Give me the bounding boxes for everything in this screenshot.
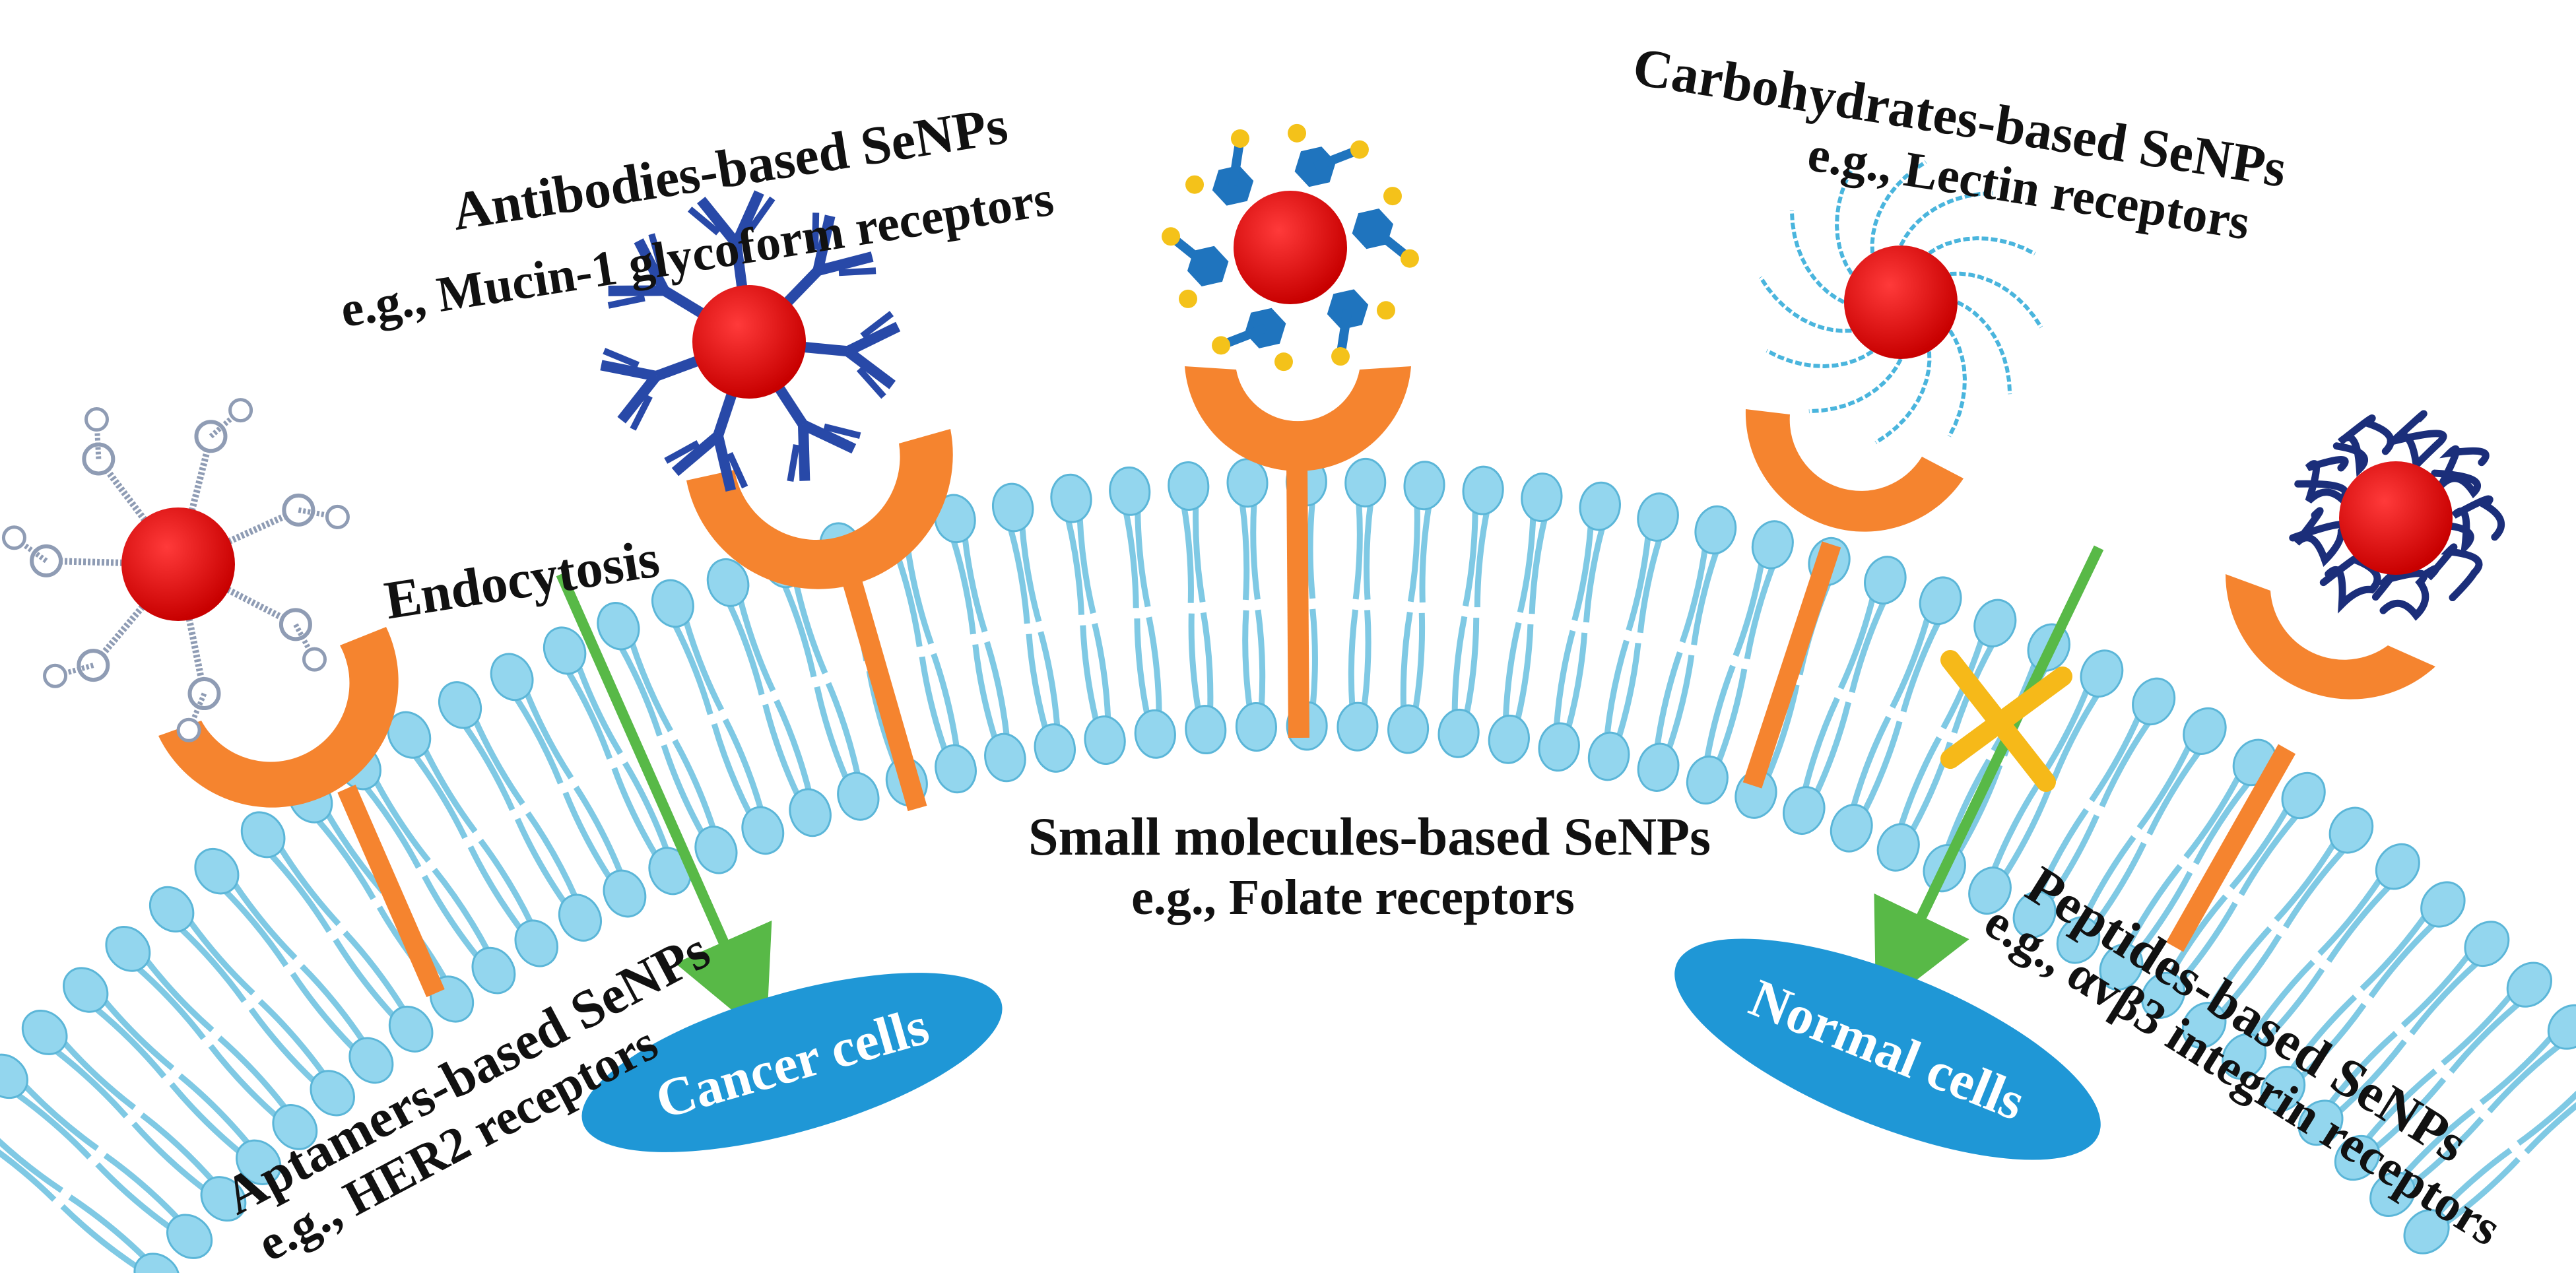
lipid-molecule (21, 1010, 247, 1222)
y-receptor-icon (158, 627, 445, 997)
lipid-molecule (1387, 461, 1445, 754)
lipid-molecule (1437, 465, 1504, 758)
lipid-molecule (149, 886, 355, 1117)
lipid-molecule (2181, 806, 2374, 1049)
lipid-molecule (438, 681, 602, 942)
lipid-molecule (991, 482, 1076, 773)
blocked-arrow (1874, 545, 2104, 1012)
y-receptor-icon (1742, 409, 1964, 789)
selenium-nanoparticle-icon (692, 285, 806, 399)
selenium-nanoparticle-icon (1844, 245, 1958, 359)
y-receptor-icon (1185, 366, 1411, 738)
selenium-nanoparticle-icon (2339, 461, 2453, 575)
lipid-molecule (1830, 576, 1962, 853)
lipid-molecule (934, 494, 1026, 783)
lipid-molecule (1109, 466, 1176, 759)
block-x-icon (1940, 650, 2072, 792)
selenium-nanoparticle-icon (1234, 191, 1347, 304)
lipid-molecule (2140, 771, 2326, 1019)
lipid-molecule (2222, 843, 2420, 1080)
lipid-molecule (1050, 473, 1126, 765)
endocytosis-arrow (556, 571, 772, 1039)
lipid-molecule (0, 1053, 213, 1259)
lipid-molecule (387, 711, 558, 967)
lipid-molecule (597, 602, 738, 874)
y-receptor-icon (686, 429, 953, 812)
lipid-molecule (0, 1138, 180, 1273)
lipid-molecule (1337, 457, 1387, 752)
receptors-group (158, 366, 2435, 997)
lipid-molecule (2403, 1090, 2576, 1255)
lipid-molecule (1226, 458, 1277, 752)
lipid-molecule (105, 926, 318, 1150)
lipid-molecule (1488, 473, 1563, 764)
lipid-molecule (1587, 492, 1679, 781)
lipid-bilayer-icon (0, 457, 2576, 1273)
lipid-molecule (240, 811, 434, 1053)
lipid-molecule (1637, 505, 1737, 792)
lipid-molecule (1968, 649, 2124, 915)
y-receptor-icon (2165, 574, 2435, 952)
lipid-molecule (1168, 461, 1227, 755)
lipid-molecule (2012, 677, 2176, 939)
lipid-molecule (63, 967, 282, 1185)
lipid-molecule (194, 847, 394, 1084)
selenium-nanoparticle-icon (121, 507, 235, 621)
ligands-group (1, 123, 2505, 742)
lipid-molecule (1538, 481, 1621, 772)
lipid-molecule (651, 579, 785, 855)
antibody-ligand-icon (600, 190, 901, 492)
lipid-molecule (490, 653, 647, 918)
carbohydrate-ligand-icon (1758, 160, 2043, 445)
lipid-molecule (2260, 881, 2466, 1113)
lipid-molecule (1686, 520, 1794, 805)
lipid-molecule (2369, 1004, 2576, 1217)
lipid-molecule (2056, 707, 2227, 964)
lipid-molecule (2334, 962, 2552, 1181)
small-molecules-example: e.g., Folate receptors (1131, 870, 1575, 925)
small-molecule-ligand-icon (1162, 123, 1419, 372)
aptamer-ligand-icon (1, 398, 350, 742)
lipid-molecule (2297, 921, 2510, 1146)
small-molecules-title: Small molecules-based SeNPs (1028, 806, 1711, 866)
lipid-molecule (1783, 556, 1907, 835)
lipid-molecule (706, 558, 832, 837)
